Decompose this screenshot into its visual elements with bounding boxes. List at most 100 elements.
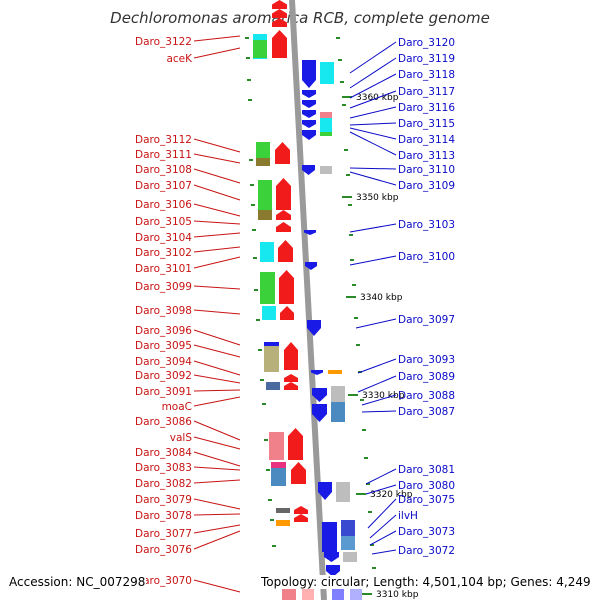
forward-gene-arrow bbox=[272, 9, 287, 18]
left-leader-line bbox=[193, 35, 241, 42]
left-gene-label: Daro_3078 bbox=[135, 510, 192, 522]
reverse-gene-arrow bbox=[324, 552, 339, 562]
left-leader-line bbox=[193, 329, 241, 346]
reverse-gene-arrow bbox=[302, 120, 316, 128]
gene-block bbox=[320, 132, 332, 136]
map-title: Dechloromonas aromatica RCB, complete ge… bbox=[110, 9, 490, 27]
gene-block bbox=[269, 432, 284, 460]
right-gene-label: Daro_3075 bbox=[398, 494, 455, 506]
right-leader-line bbox=[357, 358, 397, 374]
gene-block bbox=[331, 386, 345, 402]
forward-gene-arrow bbox=[294, 506, 308, 514]
left-gene-label: Daro_3104 bbox=[135, 232, 192, 244]
forward-gene-arrow bbox=[280, 306, 294, 320]
forward-gene-arrow bbox=[278, 240, 293, 262]
left-gene-label: Daro_3101 bbox=[135, 263, 192, 275]
accession-text: Accession: NC_007298 bbox=[8, 575, 147, 589]
reverse-gene-arrow bbox=[302, 100, 316, 108]
gene-block bbox=[258, 210, 272, 220]
forward-gene-arrow bbox=[288, 428, 303, 460]
ruler-label: 3310 kbp bbox=[376, 590, 419, 600]
right-leader-line bbox=[355, 318, 397, 329]
left-gene-label: Daro_3070 bbox=[135, 575, 192, 587]
gene-block bbox=[276, 508, 290, 513]
gene-block bbox=[322, 522, 337, 552]
reverse-gene-arrow bbox=[312, 404, 327, 422]
forward-gene-arrow bbox=[291, 462, 306, 484]
left-gene-label: Daro_3105 bbox=[135, 216, 192, 228]
left-gene-label: Daro_3086 bbox=[135, 416, 192, 428]
left-gene-label: Daro_3112 bbox=[135, 134, 192, 146]
reverse-gene-arrow bbox=[302, 60, 316, 88]
reverse-gene-arrow bbox=[302, 110, 316, 118]
gene-block bbox=[343, 552, 357, 562]
right-leader-line bbox=[349, 41, 397, 74]
right-leader-line bbox=[349, 122, 397, 126]
left-gene-label: Daro_3095 bbox=[135, 340, 192, 352]
left-leader-line bbox=[193, 184, 241, 201]
forward-gene-arrow bbox=[272, 18, 287, 27]
right-leader-line bbox=[349, 131, 397, 156]
left-gene-label: moaC bbox=[162, 401, 192, 413]
gene-block bbox=[271, 462, 286, 468]
forward-gene-arrow bbox=[276, 210, 291, 220]
right-gene-label: Daro_3117 bbox=[398, 86, 455, 98]
left-leader-line bbox=[193, 153, 241, 164]
gene-block bbox=[256, 158, 270, 166]
right-leader-line bbox=[361, 410, 397, 413]
left-gene-label: Daro_3098 bbox=[135, 305, 192, 317]
reverse-gene-arrow bbox=[302, 130, 316, 140]
right-leader-line bbox=[349, 57, 397, 89]
left-gene-label: Daro_3096 bbox=[135, 325, 192, 337]
right-gene-label: Daro_3114 bbox=[398, 134, 455, 146]
gene-block bbox=[320, 62, 334, 84]
forward-gene-arrow bbox=[284, 382, 298, 390]
left-leader-line bbox=[193, 232, 241, 238]
gene-block bbox=[266, 382, 280, 390]
right-gene-label: Daro_3081 bbox=[398, 464, 455, 476]
gene-block bbox=[332, 588, 344, 600]
left-leader-line bbox=[193, 344, 241, 358]
forward-gene-arrow bbox=[276, 222, 291, 232]
left-gene-label: Daro_3107 bbox=[135, 180, 192, 192]
reverse-gene-arrow bbox=[302, 90, 316, 98]
forward-gene-arrow bbox=[272, 0, 287, 9]
left-gene-label: Daro_3082 bbox=[135, 478, 192, 490]
left-gene-label: Daro_3111 bbox=[135, 149, 192, 161]
right-gene-label: Daro_3089 bbox=[398, 371, 455, 383]
left-gene-label: Daro_3106 bbox=[135, 199, 192, 211]
gene-block bbox=[282, 588, 296, 600]
right-leader-line bbox=[349, 167, 397, 170]
right-gene-label: Daro_3109 bbox=[398, 180, 455, 192]
left-gene-label: Daro_3102 bbox=[135, 247, 192, 259]
reverse-gene-arrow bbox=[307, 320, 321, 336]
gene-block bbox=[328, 370, 342, 374]
left-gene-label: Daro_3108 bbox=[135, 164, 192, 176]
right-gene-label: Daro_3073 bbox=[398, 526, 455, 538]
right-leader-line bbox=[371, 549, 397, 555]
right-leader-line bbox=[349, 90, 397, 109]
forward-gene-arrow bbox=[279, 270, 294, 304]
right-leader-line bbox=[349, 171, 397, 186]
right-gene-label: Daro_3072 bbox=[398, 545, 455, 557]
right-leader-line bbox=[357, 375, 397, 393]
right-leader-line bbox=[361, 394, 397, 406]
ruler-label: 3350 kbp bbox=[356, 193, 399, 203]
right-gene-label: Daro_3118 bbox=[398, 69, 455, 81]
left-leader-line bbox=[193, 530, 241, 550]
right-gene-label: Daro_3080 bbox=[398, 480, 455, 492]
left-gene-label: Daro_3077 bbox=[135, 528, 192, 540]
gene-block bbox=[320, 118, 332, 132]
right-gene-label: Daro_3097 bbox=[398, 314, 455, 326]
left-leader-line bbox=[193, 420, 241, 441]
right-leader-line bbox=[369, 530, 397, 546]
right-leader-line bbox=[349, 223, 397, 233]
left-leader-line bbox=[193, 466, 241, 471]
left-leader-line bbox=[193, 256, 241, 269]
gene-block bbox=[336, 482, 350, 502]
left-gene-label: Daro_3091 bbox=[135, 386, 192, 398]
gene-block bbox=[320, 166, 332, 174]
gene-block bbox=[341, 536, 355, 550]
topology-text: Topology: circular; Length: 4,501,104 bp… bbox=[260, 575, 592, 589]
